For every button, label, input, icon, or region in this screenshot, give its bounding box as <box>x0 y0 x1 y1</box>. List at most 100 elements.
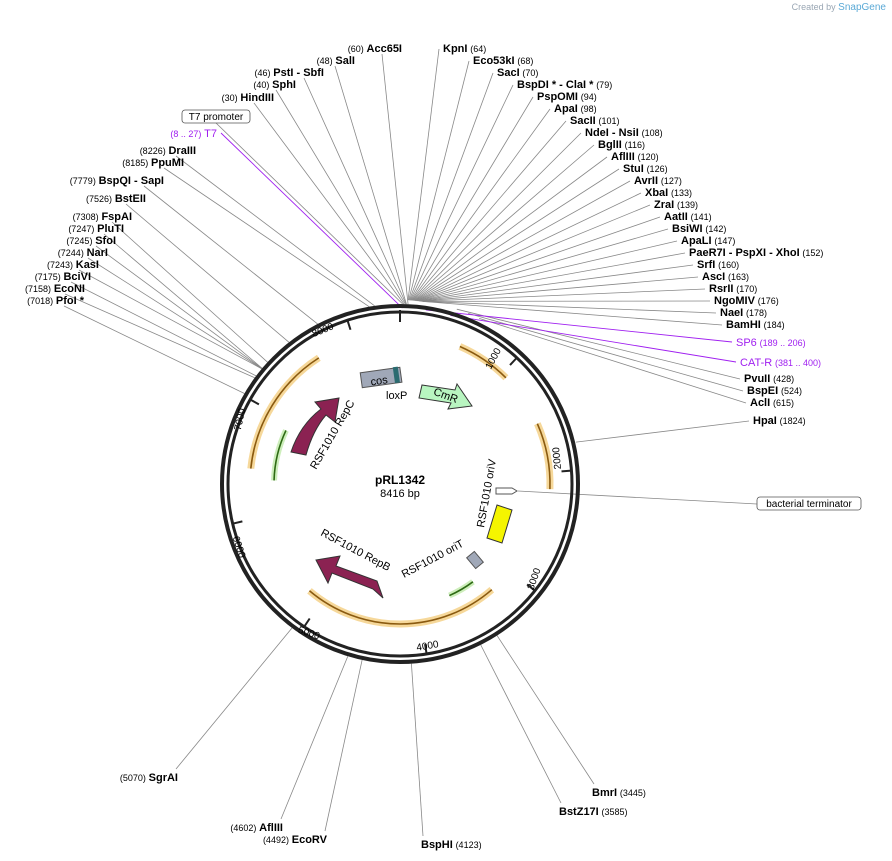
site-label[interactable]: StuI (126) <box>623 163 668 175</box>
site-label-text: BspEI (524) <box>747 385 802 397</box>
orit-feature[interactable]: RSF1010 oriT <box>400 538 485 581</box>
site-label[interactable]: AvrII (127) <box>634 175 682 187</box>
site-label-text: (7308) FspAI <box>73 211 132 223</box>
site-label[interactable]: BsiWI (142) <box>672 223 726 235</box>
site-label[interactable]: (7779) BspQI - SapI <box>70 175 164 187</box>
site-label[interactable]: BspHI (4123) <box>421 839 482 851</box>
site-label-text: AclI (615) <box>750 397 794 409</box>
site-label[interactable]: (7175) BciVI <box>35 271 91 283</box>
site-label[interactable]: AclI (615) <box>750 397 794 409</box>
site-label[interactable]: AflIII (120) <box>611 151 659 163</box>
tick-mark <box>346 319 352 331</box>
site-label[interactable]: BamHI (184) <box>726 319 785 331</box>
primer-label[interactable]: CAT-R (381 .. 400) <box>740 357 821 369</box>
boxed-label[interactable]: bacterial terminator <box>756 496 862 511</box>
site-label[interactable]: AatII (141) <box>664 211 712 223</box>
site-label[interactable]: HpaI (1824) <box>753 415 806 427</box>
site-label[interactable]: XbaI (133) <box>645 187 692 199</box>
primer-line <box>450 314 737 363</box>
site-label[interactable]: Eco53kI (68) <box>473 55 533 67</box>
site-label-text: (7158) EcoNI <box>25 283 85 295</box>
primer-line <box>220 132 403 309</box>
site-label-text: BspDI * - ClaI * (79) <box>517 79 612 91</box>
site-label[interactable]: ApaI (98) <box>554 103 597 115</box>
boxed-label-text: bacterial terminator <box>766 499 852 510</box>
site-label[interactable]: BstZ17I (3585) <box>559 806 628 818</box>
site-label[interactable]: (7308) FspAI <box>73 211 132 223</box>
site-label[interactable]: (7244) NarI <box>58 247 108 259</box>
site-label[interactable]: (7526) BstEII <box>86 193 146 205</box>
site-label-text: ZraI (139) <box>654 199 698 211</box>
terminator-feature[interactable] <box>495 487 518 495</box>
site-label[interactable]: NdeI - NsiI (108) <box>585 127 663 139</box>
site-label[interactable]: BspEI (524) <box>747 385 802 397</box>
site-label-text: (48) SalI <box>317 55 355 67</box>
site-label[interactable]: (60) Acc65I <box>348 43 402 55</box>
primer-label[interactable]: SP6 (189 .. 206) <box>736 337 806 349</box>
boxed-label[interactable]: T7 promoter <box>181 109 251 124</box>
site-label[interactable]: (4602) AflIII <box>230 822 283 834</box>
boxed-label-frame <box>181 109 251 124</box>
site-label[interactable]: (7018) PfoI * <box>27 295 85 307</box>
site-label[interactable]: (40) SphI <box>253 79 296 91</box>
site-label[interactable]: NaeI (178) <box>720 307 767 319</box>
site-label-text: (60) Acc65I <box>348 43 402 55</box>
site-line <box>70 281 257 377</box>
oriv-feature[interactable]: RSF1010 oriV <box>475 458 513 544</box>
site-label[interactable]: (4492) EcoRV <box>263 834 328 846</box>
site-label[interactable]: (30) HindIII <box>222 92 274 104</box>
site-line <box>303 77 407 305</box>
tick-mark <box>526 583 536 592</box>
site-label[interactable]: ZraI (139) <box>654 199 698 211</box>
site-label-text: NgoMIV (176) <box>714 295 779 307</box>
site-line <box>416 204 651 302</box>
site-line <box>280 656 349 820</box>
site-label-text: (7779) BspQI - SapI <box>70 175 164 187</box>
site-label[interactable]: PaeR7I - PspXI - XhoI (152) <box>689 247 823 259</box>
site-label[interactable]: PspOMI (94) <box>537 91 597 103</box>
loxp-label: loxP <box>386 390 407 402</box>
site-label[interactable]: NgoMIV (176) <box>714 295 779 307</box>
repb-feature[interactable]: RSF1010 RepB <box>315 527 392 599</box>
cmr-feature[interactable]: CmR <box>418 382 473 410</box>
site-label[interactable]: (7247) PluTI <box>68 223 124 235</box>
site-line <box>413 144 595 301</box>
primer-label[interactable]: (8 .. 27) T7 <box>170 128 217 140</box>
repc-feature[interactable]: RSF1010 RepC <box>290 397 357 472</box>
site-label[interactable]: (8185) PpuMI <box>122 157 184 169</box>
site-label[interactable]: SrfI (160) <box>697 259 739 271</box>
cmr-arrow <box>418 382 473 410</box>
site-label-text: (7175) BciVI <box>35 271 91 283</box>
site-label[interactable]: BglII (116) <box>598 139 645 151</box>
site-label[interactable]: (7158) EcoNI <box>25 283 85 295</box>
site-label[interactable]: SacI (70) <box>497 67 538 79</box>
site-label-text: (40) SphI <box>253 79 296 91</box>
site-label[interactable]: (7243) KasI <box>47 259 99 271</box>
site-line <box>421 288 706 302</box>
site-line <box>468 313 744 392</box>
site-line <box>408 60 470 301</box>
site-label[interactable]: RsrII (170) <box>709 283 757 295</box>
green-arc-1 <box>449 581 474 597</box>
site-label[interactable]: ApaLI (147) <box>681 235 735 247</box>
cos-feature[interactable]: cos <box>359 366 403 389</box>
site-line <box>480 644 562 804</box>
site-label[interactable]: (46) PstI - SbfI <box>254 67 324 79</box>
site-label[interactable]: PvuII (428) <box>744 373 794 385</box>
site-label[interactable]: BspDI * - ClaI * (79) <box>517 79 612 91</box>
site-label[interactable]: AscI (163) <box>702 271 749 283</box>
site-label[interactable]: (48) SalI <box>317 55 355 67</box>
orange-arc-4 <box>249 357 320 469</box>
site-label-text: ApaI (98) <box>554 103 597 115</box>
green-arc-2-glow <box>271 429 289 481</box>
site-label[interactable]: BmrI (3445) <box>592 787 646 799</box>
site-line <box>575 420 750 443</box>
site-label[interactable]: (5070) SgrAI <box>120 772 178 784</box>
site-label[interactable]: (7245) SfoI <box>66 235 116 247</box>
tick-label: 1000 <box>484 346 504 371</box>
site-label[interactable]: (8226) DraIII <box>140 145 196 157</box>
site-line <box>63 305 245 394</box>
site-line <box>422 301 717 314</box>
site-label[interactable]: KpnI (64) <box>443 43 486 55</box>
site-label[interactable]: SacII (101) <box>570 115 619 127</box>
